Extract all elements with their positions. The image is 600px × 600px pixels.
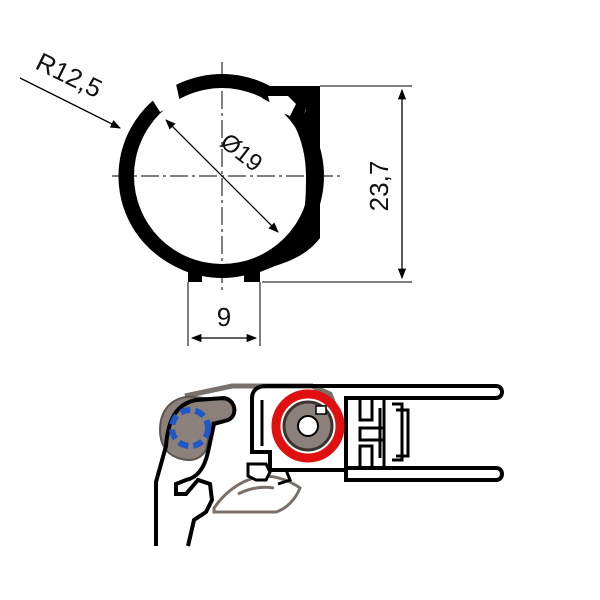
window-frame-outline: [250, 384, 504, 482]
key-notch: [268, 96, 296, 116]
right-flange: [262, 86, 320, 268]
assembly-section-bottom: [154, 383, 504, 547]
slot-foot-left: [188, 262, 200, 282]
frame-clip-tab: [270, 468, 292, 486]
radius-leader-line: [19, 77, 121, 129]
slot-foot-right: [248, 262, 260, 282]
red-seal-ring: [271, 389, 345, 463]
ring-gap: [150, 84, 180, 112]
slot-width-label: 9: [217, 302, 231, 332]
blue-seal-core: [180, 418, 200, 438]
blue-seal-outer: [169, 407, 211, 449]
height-label: 23,7: [364, 161, 394, 212]
tube-core-hole: [297, 415, 319, 437]
frame-clip: [246, 462, 272, 482]
profile-section-top: Ø19 R12,5 23,7 9: [19, 46, 412, 346]
tube-profile: [118, 86, 318, 282]
gray-wiper-inner: [237, 485, 275, 496]
radius-label: R12,5: [31, 46, 107, 103]
diameter-dimension-line: [165, 119, 279, 233]
frame-inner-detail: [260, 400, 404, 466]
tube-key-tab: [315, 405, 327, 415]
frame-middle-block: [358, 398, 410, 470]
